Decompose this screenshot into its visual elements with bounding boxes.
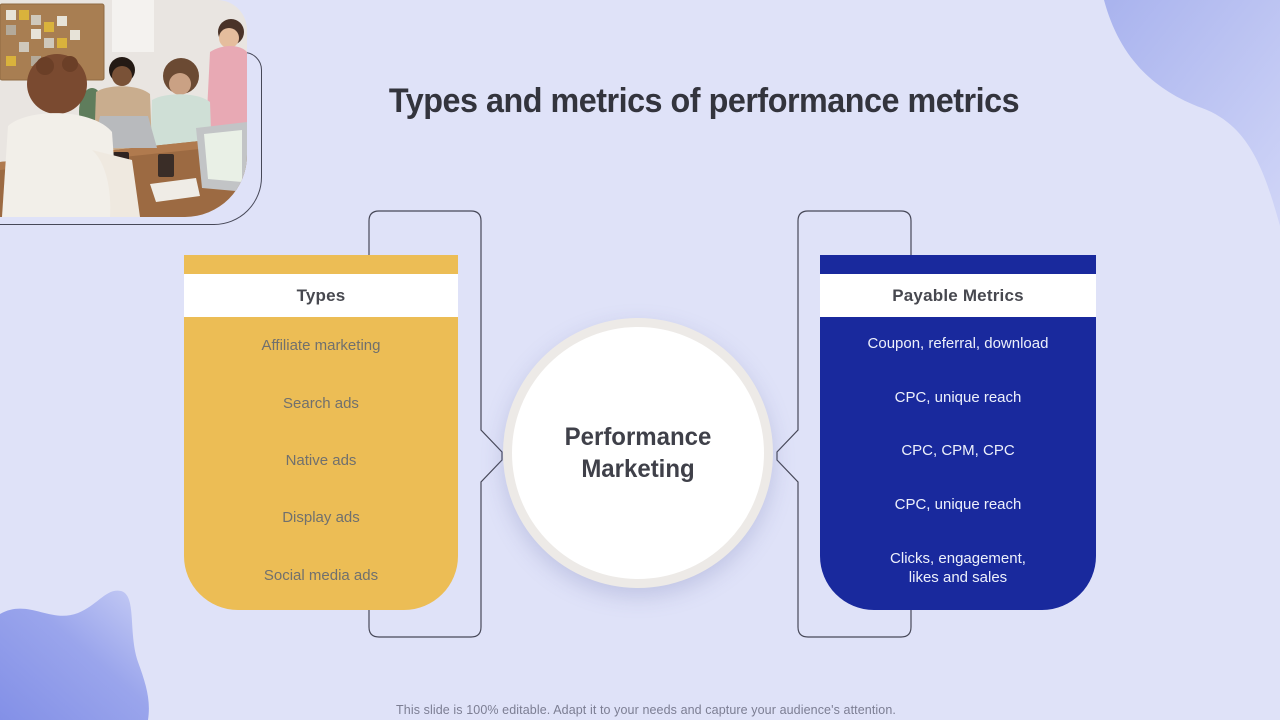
metrics-item: CPC, unique reach	[894, 388, 1022, 406]
metrics-card-header: Payable Metrics	[892, 285, 1024, 305]
types-card: Types Affiliate marketing Search ads Nat…	[184, 255, 458, 610]
metrics-card: Payable Metrics Coupon, referral, downlo…	[820, 255, 1096, 610]
team-photo-illustration	[0, 0, 247, 217]
metrics-item: Coupon, referral, download	[867, 335, 1049, 353]
metrics-item: CPC, CPM, CPC	[901, 442, 1015, 460]
types-item: Native ads	[285, 451, 357, 469]
page-title: Types and metrics of performance metrics	[388, 82, 1020, 120]
types-item: Search ads	[283, 394, 359, 412]
types-item: Display ads	[282, 509, 360, 527]
metrics-item: CPC, unique reach	[894, 496, 1022, 514]
metrics-item: Clicks, engagement, likes and sales	[890, 549, 1026, 586]
types-card-items: Affiliate marketing Search ads Native ad…	[184, 317, 458, 604]
metrics-card-header-band: Payable Metrics	[820, 274, 1096, 317]
team-photo	[0, 0, 247, 217]
blob-top-right	[1104, 0, 1280, 226]
types-card-header-band: Types	[184, 274, 458, 317]
blob-bottom-left	[0, 590, 149, 720]
center-label: Performance Marketing	[564, 423, 712, 483]
types-card-header: Types	[296, 285, 346, 305]
center-node: Performance Marketing	[503, 318, 773, 588]
types-item: Social media ads	[263, 566, 379, 584]
types-item: Affiliate marketing	[261, 337, 381, 355]
footer-note: This slide is 100% editable. Adapt it to…	[396, 703, 896, 717]
metrics-card-items: Coupon, referral, download CPC, unique r…	[820, 317, 1096, 604]
